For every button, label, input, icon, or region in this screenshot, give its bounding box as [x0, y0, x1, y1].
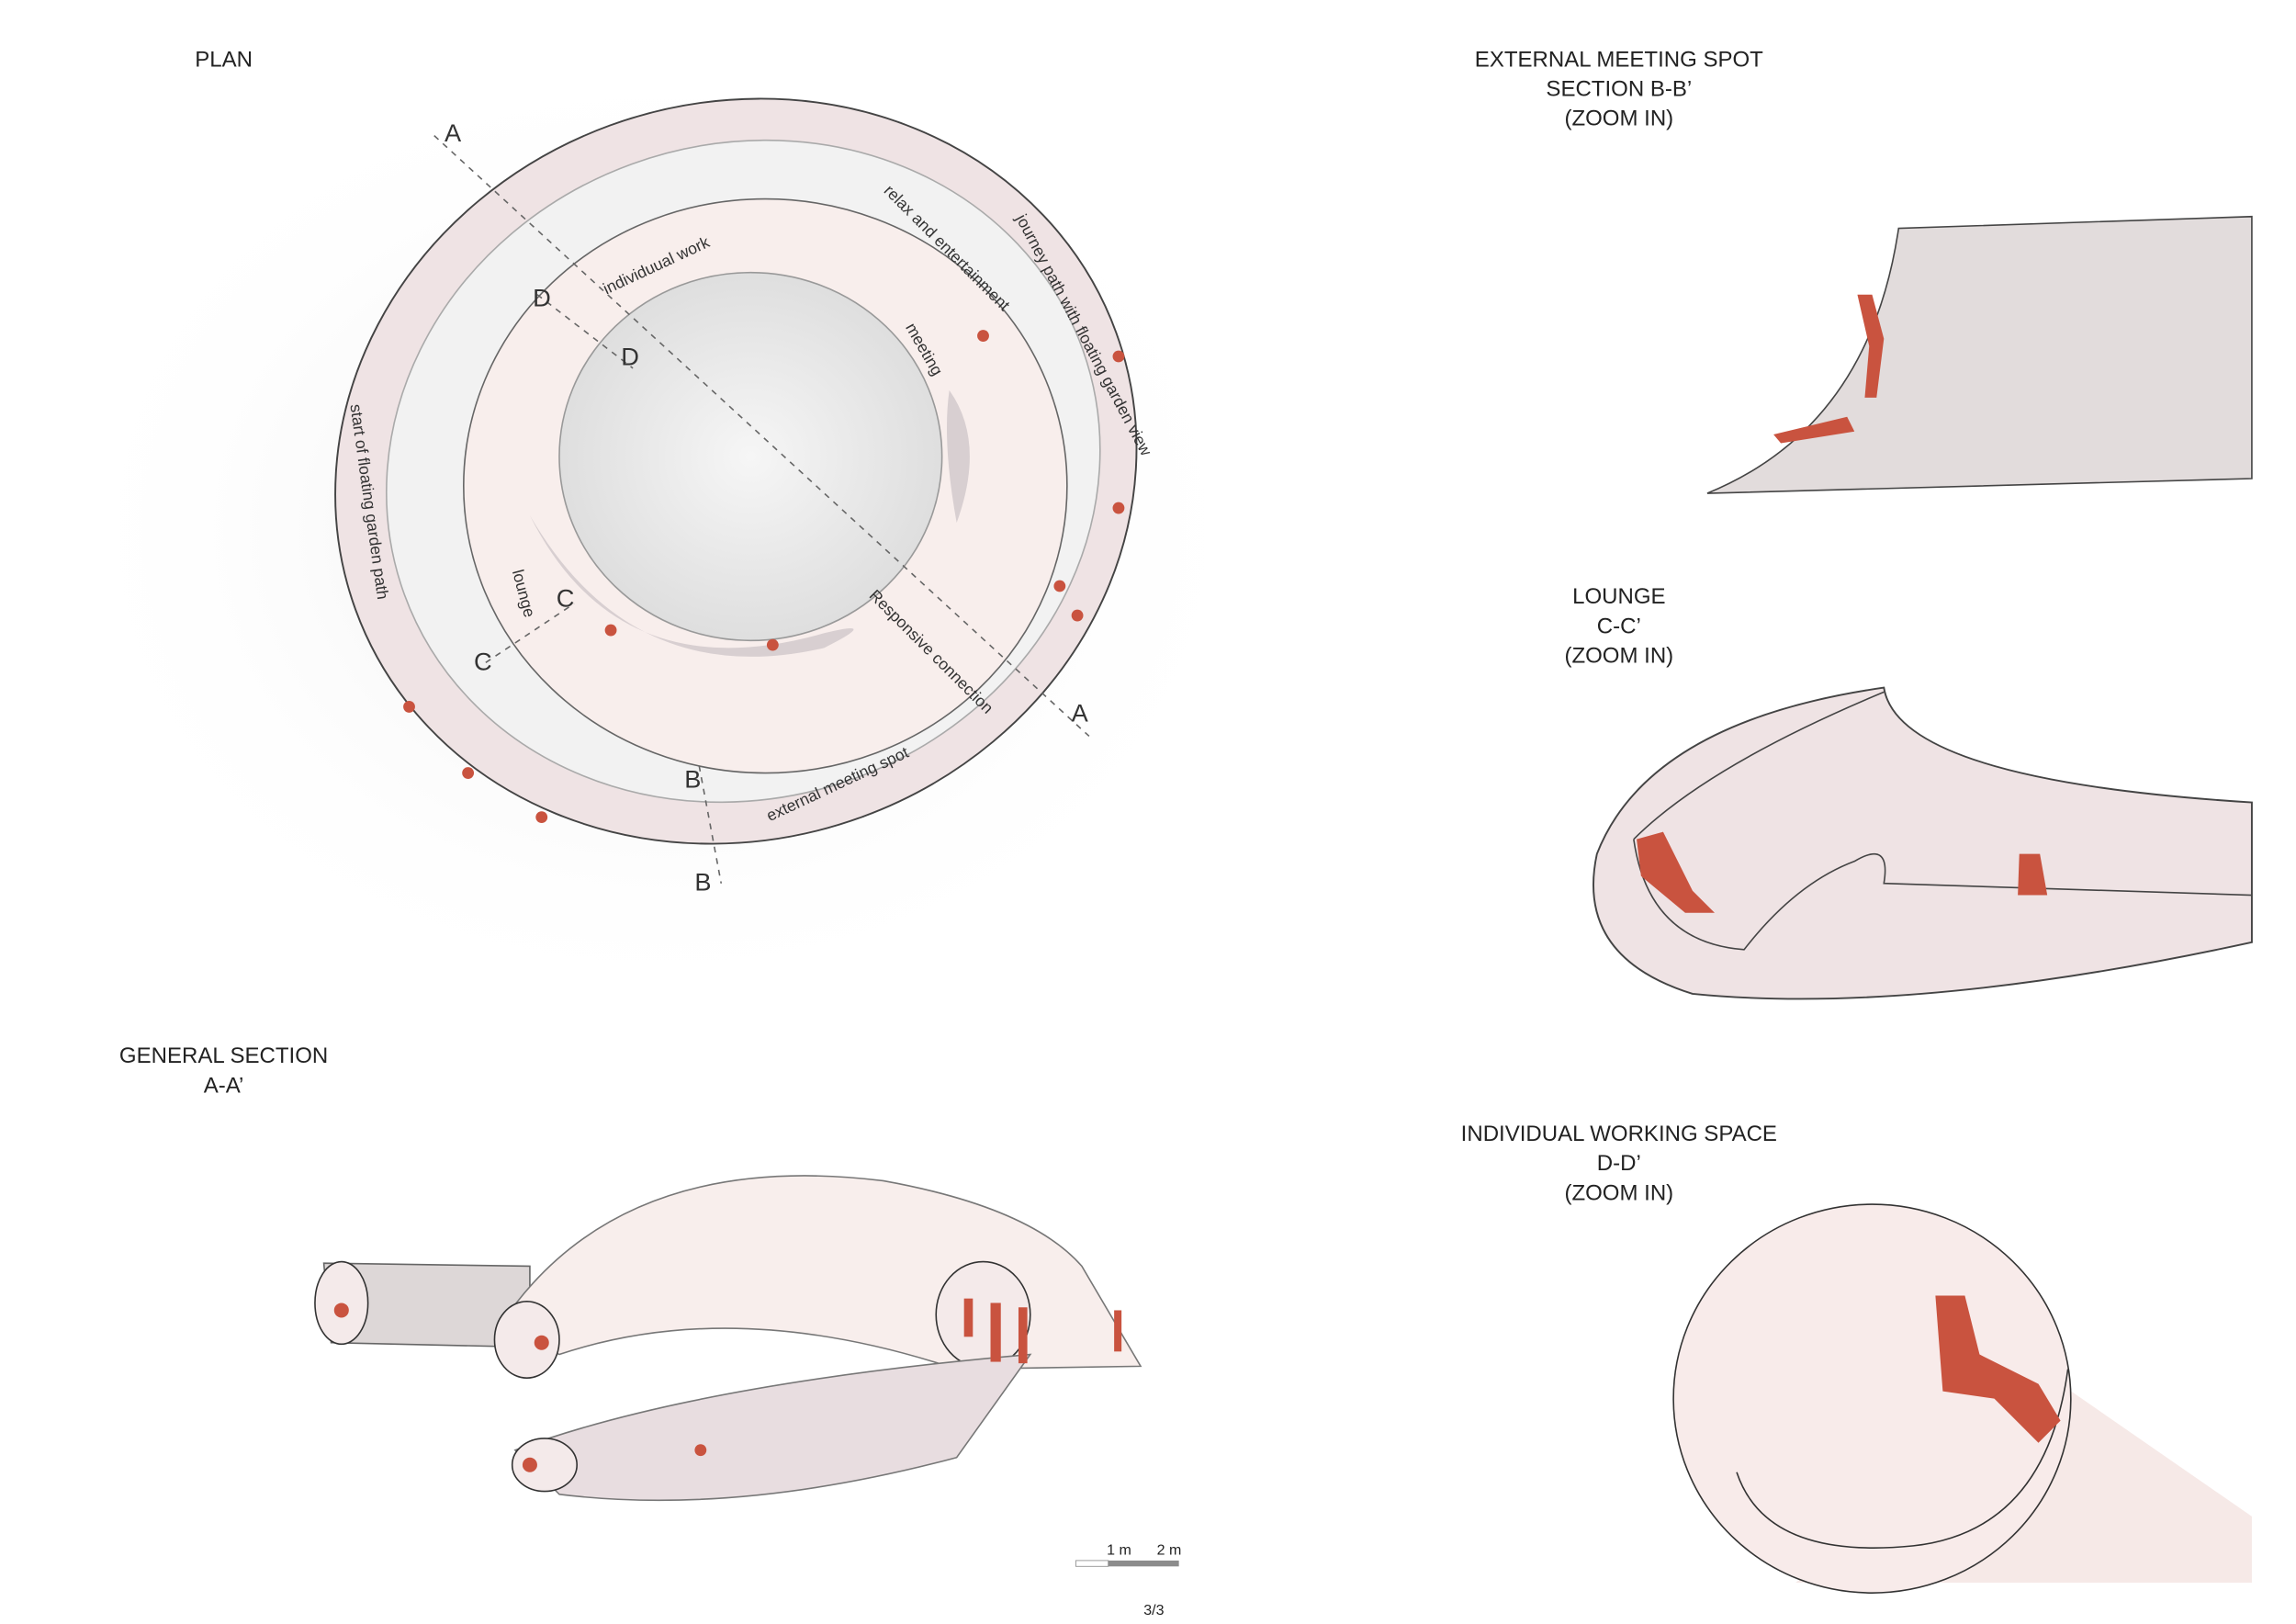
dd-zoom: (ZOOM IN) [1564, 1180, 1673, 1205]
aa-title: GENERAL SECTION [119, 1043, 328, 1068]
aa-subtitle: A-A’ [204, 1073, 244, 1098]
section-dd: INDIVIDUAL WORKING SPACE D-D’ (ZOOM IN) [1461, 1122, 2252, 1594]
marker-a-prime: A [1072, 698, 1089, 727]
scale-bar: 1 m 2 m [1075, 1541, 1182, 1567]
aa-person-figures [333, 1298, 1122, 1472]
scale-label-1m: 1 m [1107, 1541, 1131, 1558]
cc-subtitle: C-C’ [1597, 614, 1641, 638]
marker-c: C [474, 647, 492, 675]
bb-subtitle: SECTION B-B’ [1546, 76, 1692, 101]
plan-drawing: PLAN A A D D C C B B individuual work re… [51, 44, 1274, 1016]
scale-label-2m: 2 m [1157, 1541, 1182, 1558]
cc-zoom: (ZOOM IN) [1564, 643, 1673, 668]
section-line-d [536, 294, 634, 369]
bb-title: EXTERNAL MEETING SPOT [1475, 47, 1763, 72]
dd-title: INDIVIDUAL WORKING SPACE [1461, 1122, 1777, 1146]
bb-zoom: (ZOOM IN) [1564, 106, 1673, 130]
section-bb: EXTERNAL MEETING SPOT SECTION B-B’ (ZOOM… [1475, 47, 2253, 494]
marker-d: D [533, 284, 551, 312]
marker-c-prime: C [557, 583, 575, 612]
dd-subtitle: D-D’ [1597, 1151, 1641, 1176]
section-line-b [698, 765, 723, 884]
cc-title: LOUNGE [1572, 584, 1665, 609]
section-aa: GENERAL SECTION A-A’ [119, 1043, 1142, 1502]
page-number: 3/3 [1143, 1602, 1164, 1618]
person-figures [403, 330, 1125, 824]
plan-title: PLAN [195, 47, 253, 72]
section-cc: LOUNGE C-C’ (ZOOM IN) [1564, 584, 2253, 1000]
marker-b-prime: B [694, 868, 711, 897]
marker-b: B [684, 765, 701, 794]
marker-a: A [445, 118, 462, 147]
marker-d-prime: D [621, 343, 639, 371]
